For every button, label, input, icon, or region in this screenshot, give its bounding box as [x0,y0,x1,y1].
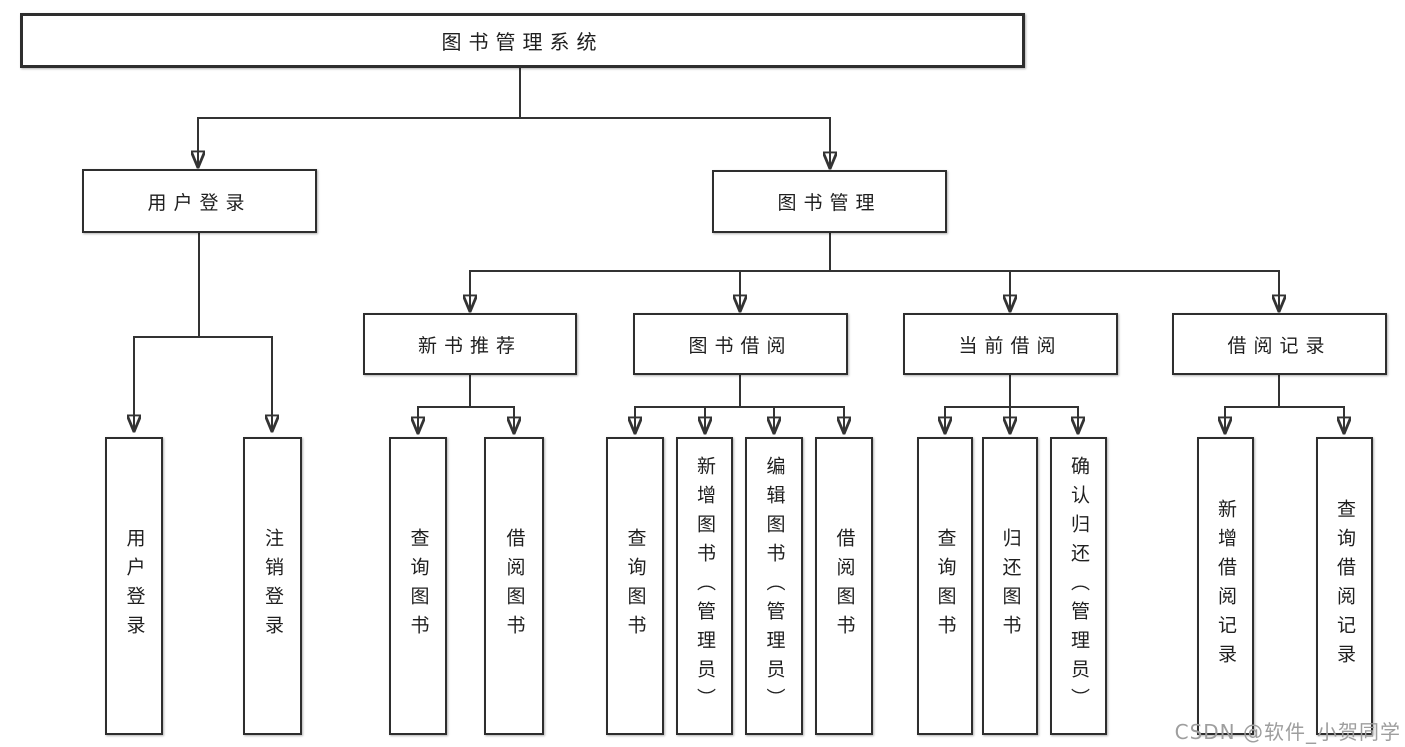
connector-borrowing-records-to-leaves [1225,374,1344,431]
leaf-logout: 注销登录 [243,437,302,735]
leaf-edit-book-admin: 编辑图书（管理员） [745,437,803,735]
connector-current-borrowing-to-leaves [945,374,1078,431]
node-current-borrowing: 当前借阅 [903,313,1118,375]
leaf-add-book-admin: 新增图书（管理员） [676,437,733,735]
leaf-query-books-current: 查询图书 [917,437,973,735]
watermark: CSDN @软件_小贺同学 [1174,720,1401,744]
leaf-borrow-books-borrowing: 借阅图书 [815,437,873,735]
node-new-book-recommendation: 新书推荐 [363,313,577,375]
leaf-query-borrowing-record: 查询借阅记录 [1316,437,1373,735]
connector-user-login-to-leaves [134,232,272,429]
leaf-user-login: 用户登录 [105,437,163,735]
node-library-management-system: 图书管理系统 [20,13,1025,68]
node-borrowing-records: 借阅记录 [1172,313,1387,375]
connector-root-to-level2 [198,67,830,166]
node-user-login: 用户登录 [82,169,317,233]
leaf-add-borrowing-record: 新增借阅记录 [1197,437,1254,735]
leaf-return-book: 归还图书 [982,437,1038,735]
leaf-query-books-borrowing: 查询图书 [606,437,664,735]
connector-book-management-to-level3 [470,232,1279,309]
leaf-confirm-return-admin: 确认归还（管理员） [1050,437,1107,735]
connector-book-borrowing-to-leaves [635,374,844,431]
node-book-borrowing: 图书借阅 [633,313,848,375]
connector-new-book-recommendation-to-leaves [418,374,514,431]
node-book-management: 图书管理 [712,170,947,233]
leaf-query-books-recommend: 查询图书 [389,437,447,735]
leaf-borrow-books-recommend: 借阅图书 [484,437,544,735]
